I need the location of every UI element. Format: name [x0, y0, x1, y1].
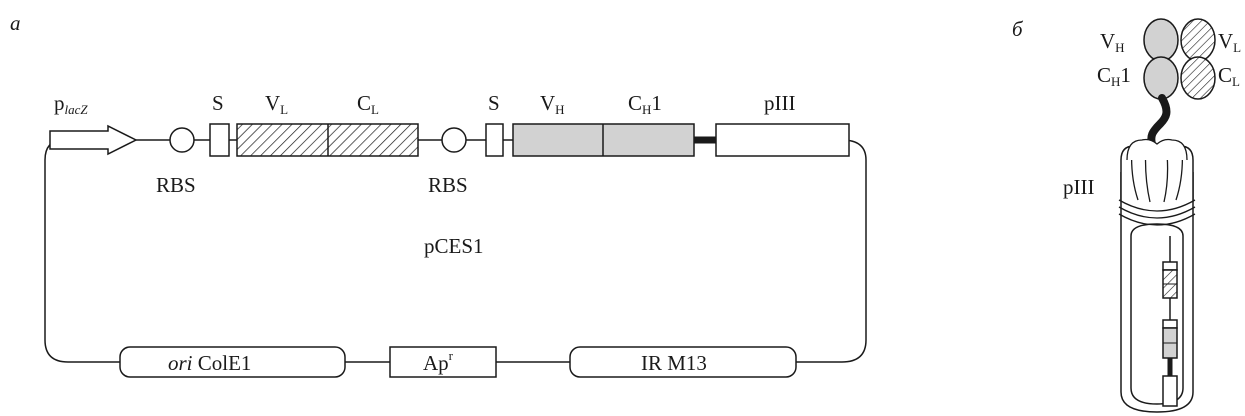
b-gene-s1 [1162, 261, 1178, 271]
panel-b-letter: б [1012, 17, 1024, 41]
b-vl-label: VL [1218, 29, 1241, 55]
b-vh-domain [1143, 18, 1179, 62]
promoter-label: placZ [54, 91, 88, 117]
b-piii-label: pIII [1063, 175, 1094, 199]
signal-box-1 [209, 123, 230, 157]
cl-label: CL [357, 91, 379, 117]
b-vl-domain [1180, 18, 1216, 62]
rbs1-label: RBS [156, 173, 196, 197]
vh-label: VH [540, 91, 565, 117]
piii-label: pIII [764, 91, 795, 115]
rbs1-circle [169, 127, 195, 153]
promoter-arrow [49, 124, 138, 156]
apr-label: Apr [423, 348, 454, 375]
b-cl-domain [1180, 56, 1216, 100]
b-ch1-label: CH1 [1097, 63, 1131, 89]
piii-box [715, 123, 850, 157]
ch1-label: CH1 [628, 91, 662, 117]
b-cl-label: CL [1218, 63, 1240, 89]
rbs2-circle [441, 127, 467, 153]
b-linker [1147, 94, 1171, 148]
apr-box [389, 346, 497, 378]
b-gene-piii [1162, 375, 1178, 407]
ori-label: ori ColE1 [168, 351, 251, 375]
plasmid-name: pCES1 [424, 234, 484, 258]
b-vh-label: VH [1100, 29, 1125, 55]
b-ch1-domain [1143, 56, 1179, 100]
panel-a-letter: а [10, 11, 21, 35]
s2-label: S [488, 91, 500, 115]
ori-box [119, 346, 346, 378]
ir-label: IR M13 [641, 351, 707, 375]
plasmid-backbone [44, 139, 867, 363]
signal-box-2 [485, 123, 504, 157]
rbs2-label: RBS [428, 173, 468, 197]
vl-label: VL [265, 91, 288, 117]
s1-label: S [212, 91, 224, 115]
ir-box [569, 346, 797, 378]
b-gene-s2 [1162, 319, 1178, 329]
